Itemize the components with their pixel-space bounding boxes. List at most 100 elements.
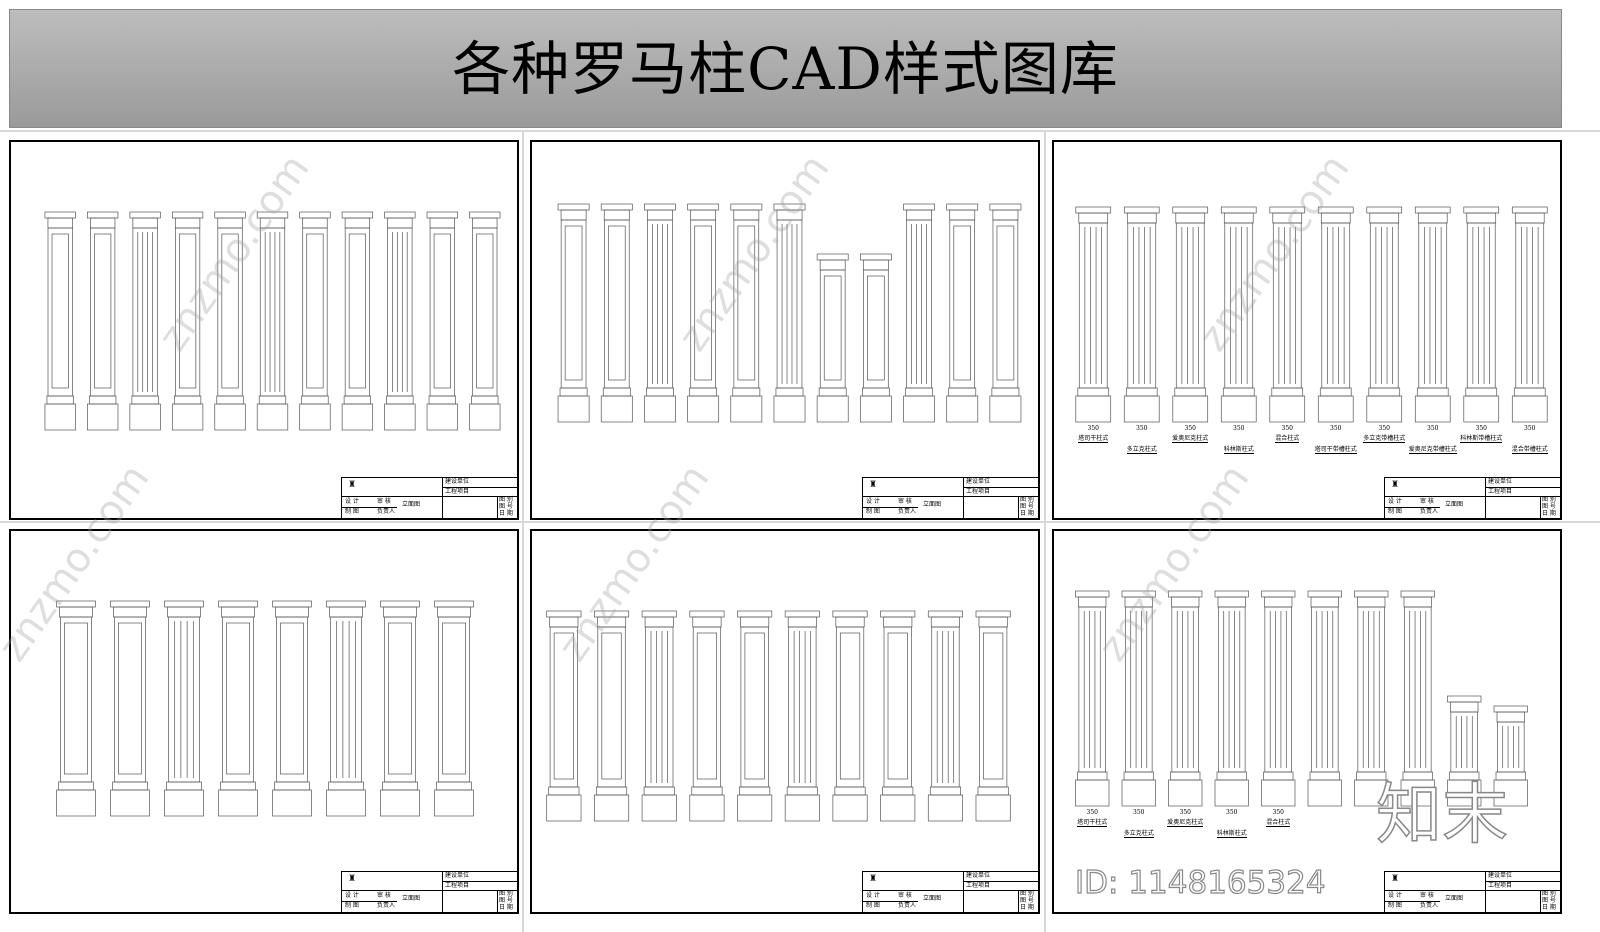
column-elevation bbox=[1354, 590, 1389, 807]
column-elevation bbox=[600, 203, 633, 423]
capital bbox=[557, 203, 590, 211]
capital-detail bbox=[560, 209, 587, 221]
capital bbox=[1307, 590, 1342, 598]
capital bbox=[600, 203, 633, 211]
capital-detail bbox=[174, 217, 201, 229]
capital bbox=[1366, 206, 1403, 214]
capital-detail bbox=[344, 217, 371, 229]
capital-detail bbox=[302, 217, 328, 229]
panel-inset bbox=[823, 275, 842, 381]
title-block-drawing: 立面图 bbox=[1445, 895, 1464, 902]
panel-inset bbox=[221, 233, 239, 389]
capital-detail bbox=[883, 616, 913, 628]
title-block-lead: 负责人 bbox=[1420, 902, 1439, 909]
title-block-category: 图 别 bbox=[499, 890, 513, 897]
base-molding bbox=[602, 387, 631, 397]
capital-detail bbox=[1272, 212, 1303, 224]
capital bbox=[299, 211, 331, 219]
shaft bbox=[1450, 711, 1478, 773]
capital bbox=[434, 600, 474, 608]
title-block-drawing: 立面图 bbox=[923, 501, 942, 508]
base-molding bbox=[1309, 771, 1340, 781]
base-molding bbox=[1170, 771, 1201, 781]
base-molding bbox=[1513, 387, 1546, 397]
panel-inset bbox=[94, 233, 112, 389]
plinth bbox=[773, 395, 806, 423]
dimension-label: 350 bbox=[1226, 809, 1238, 816]
base-molding bbox=[691, 786, 723, 796]
capital bbox=[110, 600, 150, 608]
panel-inset bbox=[564, 225, 583, 381]
panel-inset bbox=[433, 233, 451, 389]
capital-detail bbox=[221, 606, 255, 618]
title-block-date: 日 期 bbox=[1542, 510, 1556, 517]
capital-detail bbox=[472, 217, 498, 229]
title-block-number: 图 号 bbox=[1020, 503, 1034, 510]
drawing-sheet-4: ♜建设单位工程项目设 计审 核立面图制 图负责人图 别图 号日 期 bbox=[9, 529, 519, 914]
column-style-label: 多立克柱式 bbox=[1126, 446, 1157, 454]
base-molding bbox=[1077, 387, 1110, 397]
capital bbox=[1414, 206, 1451, 214]
capital bbox=[1400, 590, 1435, 598]
logo-icon: ♜ bbox=[348, 874, 357, 884]
base-molding bbox=[301, 395, 329, 405]
column-elevation bbox=[1075, 590, 1110, 807]
capital-detail bbox=[1403, 596, 1432, 608]
logo-icon: ♜ bbox=[869, 874, 878, 884]
plinth bbox=[1354, 779, 1389, 807]
capital-detail bbox=[1450, 701, 1479, 713]
plinth bbox=[1075, 779, 1110, 807]
capital-detail bbox=[429, 217, 455, 229]
plinth bbox=[546, 794, 582, 822]
capital-detail bbox=[1310, 596, 1339, 608]
title-block-date: 日 期 bbox=[1020, 510, 1034, 517]
panel-inset bbox=[983, 632, 1004, 780]
base-molding bbox=[834, 786, 866, 796]
shaft bbox=[276, 616, 308, 783]
panel-inset bbox=[280, 622, 304, 775]
column-elevation bbox=[689, 610, 725, 822]
column-elevation bbox=[1261, 590, 1296, 807]
base-molding bbox=[1465, 387, 1498, 397]
title-block: ♜建设单位工程项目设 计审 核立面图制 图负责人图 别图 号日 期 bbox=[862, 871, 1038, 912]
capital bbox=[426, 211, 458, 219]
title-block-design: 设 计 bbox=[1388, 892, 1402, 899]
shaft bbox=[1224, 222, 1254, 389]
divider bbox=[522, 130, 524, 932]
capital bbox=[1075, 206, 1112, 214]
plinth bbox=[164, 789, 204, 817]
shaft bbox=[1264, 606, 1292, 773]
page-title: 各种罗马柱CAD样式图库 bbox=[452, 35, 1119, 103]
panel-inset bbox=[953, 225, 972, 381]
column-elevation bbox=[44, 211, 76, 431]
dimension-label: 350 bbox=[1330, 425, 1342, 432]
column-elevation bbox=[129, 211, 161, 431]
title-block-project: 工程项目 bbox=[445, 488, 470, 495]
capital bbox=[1214, 590, 1249, 598]
capital bbox=[689, 610, 725, 618]
base-molding bbox=[646, 387, 674, 397]
base-molding bbox=[343, 395, 372, 405]
title-block-design: 设 计 bbox=[1388, 498, 1402, 505]
capital bbox=[1168, 590, 1203, 598]
plinth bbox=[1214, 779, 1249, 807]
column-elevation bbox=[171, 211, 204, 431]
capital-detail bbox=[1369, 212, 1400, 224]
capital-detail bbox=[733, 209, 760, 221]
plinth bbox=[927, 794, 963, 822]
plinth bbox=[380, 789, 420, 817]
base-molding bbox=[818, 387, 847, 397]
column-style-label: 混合柱式 bbox=[1275, 435, 1300, 443]
capital-detail bbox=[1466, 212, 1497, 224]
column-style-label: 混合柱式 bbox=[1266, 819, 1291, 827]
title-block-date: 日 期 bbox=[1542, 904, 1556, 911]
title-block-unit: 建设单位 bbox=[966, 478, 991, 485]
title-block-number: 图 号 bbox=[499, 897, 513, 904]
plinth bbox=[1493, 779, 1528, 807]
capital bbox=[773, 203, 806, 211]
plinth bbox=[87, 403, 119, 431]
shaft bbox=[259, 227, 286, 397]
title-banner: 各种罗马柱CAD样式图库 bbox=[9, 9, 1562, 128]
column-elevation bbox=[110, 600, 150, 817]
capital-detail bbox=[1124, 596, 1153, 608]
